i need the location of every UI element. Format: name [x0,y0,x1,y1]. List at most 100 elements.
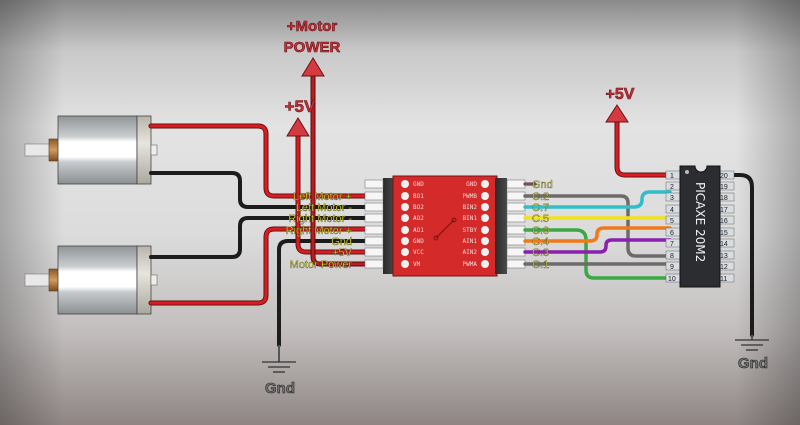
motor-bushing [48,268,60,292]
wire-c0 [523,228,672,280]
driver-left-pin-labels: GND BO1 BO2 AO2 AO1 GND VCC VM [413,181,424,268]
label-5v: +5V [332,247,353,259]
chip-left-pin-numbers: 1 2 3 4 5 6 7 8 9 10 [668,173,676,283]
pin-label: AIN2 [463,249,478,256]
chip-name: PICAXE 20M2 [693,182,707,262]
svg-text:3: 3 [670,195,674,202]
plus5v-left-label: +5V [285,97,316,116]
svg-text:13: 13 [720,253,728,260]
svg-text:8: 8 [670,253,674,260]
motor-power-arrow [301,57,325,77]
svg-text:5: 5 [670,218,674,225]
svg-text:7: 7 [670,241,674,248]
label-c1: C.1 [532,259,549,271]
left-motor [24,115,158,185]
left-connector-labels: Left Motor + Left Motor - Right Motor - … [285,191,353,271]
pin-label: AO1 [413,227,424,234]
svg-text:2: 2 [670,184,674,191]
svg-text:4: 4 [670,207,674,214]
board-trace-icon [433,217,457,241]
pin-label: AIN1 [463,238,478,245]
chip-left-pins [665,170,683,283]
svg-text:20: 20 [720,173,728,180]
motor-rear-nub [150,144,158,156]
label-c7: C.7 [532,202,549,214]
label-right-motor-minus: Right Motor - [288,213,352,225]
label-left-motor-plus: Left Motor + [293,191,352,203]
plus5v-left-arrow [286,117,310,137]
right-header [495,178,526,274]
ground-symbol-right [735,335,769,351]
arrow-up-icon [301,57,325,77]
label-c5: C.5 [532,213,549,225]
svg-text:11: 11 [720,276,727,283]
motor-shaft [24,273,52,287]
motor-shaft [24,143,52,157]
wire-right-motor-minus [149,216,374,259]
svg-text:10: 10 [668,276,676,283]
svg-text:17: 17 [720,207,728,214]
label-motor-power: Motor Power [290,259,353,271]
label-c0: C.0 [532,225,549,237]
right-connector-labels: Gnd C.2 C.7 C.5 C.0 C.4 C.3 C.1 [532,179,553,271]
wire-5v-right [615,120,672,177]
motor-power-label-line2: POWER [284,39,341,56]
chip-body [679,165,721,288]
wire-left-motor-plus-shadow [148,123,375,199]
motor-power-label-line1: +Motor [287,18,338,35]
driver-left-pins [401,180,409,268]
svg-text:15: 15 [720,230,728,237]
wire-c2 [523,194,672,258]
pin-label: STBY [463,227,478,234]
label-c4: C.4 [532,236,549,248]
label-left-motor-minus: Left Motor - [296,202,353,214]
label-c2: C.2 [532,191,549,203]
wire-c7 [523,190,672,209]
motor-body [57,245,138,315]
svg-text:19: 19 [720,184,728,191]
label-right-motor-plus: Right Motor + [286,225,352,237]
pin-label: BO2 [413,204,424,211]
motor-body [57,115,138,185]
pin-label: VM [413,261,421,268]
pin-label: BIN1 [463,215,478,222]
wire-c4 [523,226,672,243]
svg-text:9: 9 [670,264,674,271]
wire-gnd-right [731,173,754,337]
wire-motor-power [311,72,374,266]
wire-c3 [523,238,672,254]
motor-driver-board: GND BO1 BO2 AO2 AO1 GND VCC VM GND PWMB … [392,175,498,277]
right-wires [523,119,754,337]
pin-label: PWMB [463,193,478,200]
wire-left-motor-plus [149,124,374,198]
wire-gnd-left [277,239,374,347]
chip-pin1-dot [685,170,689,174]
svg-text:18: 18 [720,195,728,202]
wire-left-motor-minus [149,171,374,209]
ground-label-left: Gnd [265,380,295,397]
motor-bushing [48,138,60,162]
right-motor [24,245,158,315]
wire-5v-left [296,132,374,254]
svg-text:12: 12 [720,264,728,271]
label-gnd: Gnd [331,236,352,248]
driver-board-pcb [392,175,498,277]
chip-right-pin-numbers: 20 19 18 17 16 15 14 13 12 11 [720,173,728,283]
ground-symbol-left [262,345,296,373]
ground-label-right: Gnd [738,355,768,372]
wire-5v-right-shadow [614,119,673,178]
svg-text:1: 1 [670,173,674,180]
pin-label: GND [413,238,424,245]
svg-text:14: 14 [720,241,728,248]
pin-label: GND [413,181,424,188]
pin-label: AO2 [413,215,424,222]
plus5v-right-arrow [605,104,629,123]
plus5v-right-label: +5V [606,86,635,103]
pin-label: PWMA [463,261,478,268]
label-gnd: Gnd [532,179,553,191]
driver-right-pins [481,180,489,268]
arrow-up-icon [286,117,310,137]
arrow-up-icon [605,104,629,123]
